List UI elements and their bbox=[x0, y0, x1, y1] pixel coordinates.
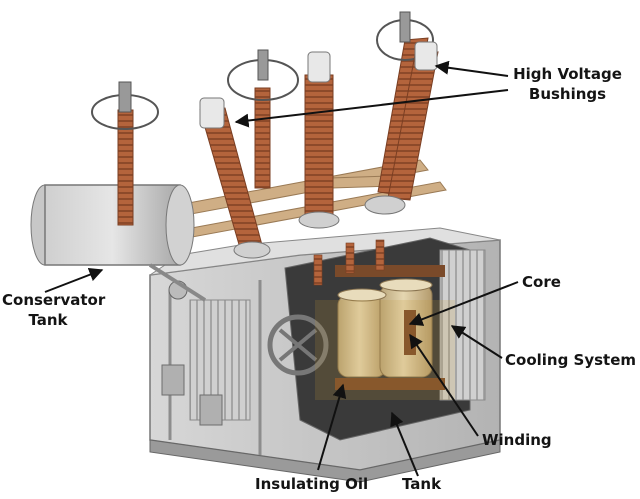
label-high-voltage-bushings: High Voltage Bushings bbox=[505, 64, 630, 104]
label-core: Core bbox=[522, 273, 561, 291]
pointer-arrows bbox=[44, 60, 519, 477]
hv-bushing-2 bbox=[199, 97, 271, 259]
label-hv-line1: High Voltage bbox=[513, 65, 622, 83]
arrow-tank bbox=[390, 411, 419, 477]
arrow-core bbox=[408, 281, 519, 326]
arrow-winding bbox=[409, 333, 479, 437]
arrow-cooling bbox=[450, 325, 503, 359]
label-cooling-system: Cooling System bbox=[505, 351, 637, 369]
label-winding: Winding bbox=[482, 431, 552, 449]
arrow-bushings-a bbox=[434, 60, 509, 77]
hv-bushing-6 bbox=[364, 41, 439, 215]
label-hv-line2: Bushings bbox=[528, 85, 607, 103]
label-tank: Tank bbox=[402, 475, 442, 493]
core-and-windings bbox=[313, 239, 455, 400]
arrow-insulating-oil bbox=[317, 383, 347, 471]
arrow-conservator bbox=[44, 268, 104, 293]
arrow-bushings-b bbox=[234, 89, 509, 128]
hv-bushing-3 bbox=[227, 49, 299, 189]
label-conservator-line1: Conservator bbox=[2, 291, 106, 309]
label-conservator-line2: Tank bbox=[28, 311, 68, 329]
label-insulating-oil: Insulating Oil bbox=[255, 475, 369, 493]
hv-bushing-1 bbox=[91, 81, 159, 226]
label-conservator-tank: Conservator Tank bbox=[2, 290, 106, 330]
hv-bushing-4 bbox=[298, 51, 340, 229]
conservator-tank-drawing bbox=[30, 184, 207, 302]
